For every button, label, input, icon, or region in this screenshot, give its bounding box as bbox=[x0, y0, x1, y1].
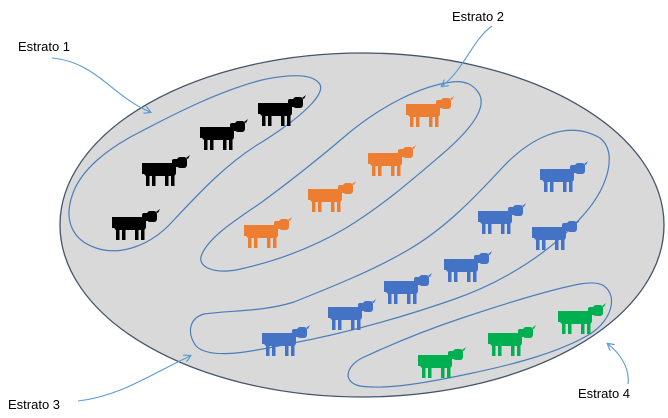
stratum-2-callout-arrow bbox=[442, 25, 493, 86]
stratum-1-outline bbox=[68, 75, 322, 252]
cow-icon bbox=[258, 94, 306, 126]
cow-icon bbox=[384, 272, 432, 304]
cow-icon bbox=[112, 208, 160, 240]
stratum-2-outline bbox=[200, 81, 482, 272]
stratum-3-outline bbox=[189, 129, 610, 355]
cow-icon bbox=[478, 202, 526, 234]
stratum-4-callout-arrow bbox=[608, 344, 629, 385]
cow-icon bbox=[368, 144, 416, 176]
stratum-1-label: Estrato 1 bbox=[18, 39, 70, 54]
cow-icon bbox=[142, 154, 190, 186]
cow-icon bbox=[308, 180, 356, 212]
cow-icon bbox=[532, 218, 580, 250]
cow-icon bbox=[418, 346, 466, 378]
stratum-3-callout-arrow bbox=[77, 356, 190, 402]
cow-icon bbox=[200, 118, 248, 150]
cow-icon bbox=[244, 216, 292, 248]
stratum-4-label: Estrato 4 bbox=[578, 386, 630, 401]
cow-icon bbox=[558, 302, 606, 334]
cow-icon bbox=[328, 298, 376, 330]
cow-icon bbox=[406, 95, 454, 127]
stratum-4-outline bbox=[347, 282, 613, 388]
cow-icon bbox=[262, 324, 310, 356]
cow-icon bbox=[444, 250, 492, 282]
cow-icon bbox=[488, 324, 536, 356]
cow-icon bbox=[540, 160, 588, 192]
stratum-2-label: Estrato 2 bbox=[452, 9, 504, 24]
stratum-3-label: Estrato 3 bbox=[8, 397, 60, 412]
stratum-1-callout-arrow bbox=[51, 57, 150, 112]
